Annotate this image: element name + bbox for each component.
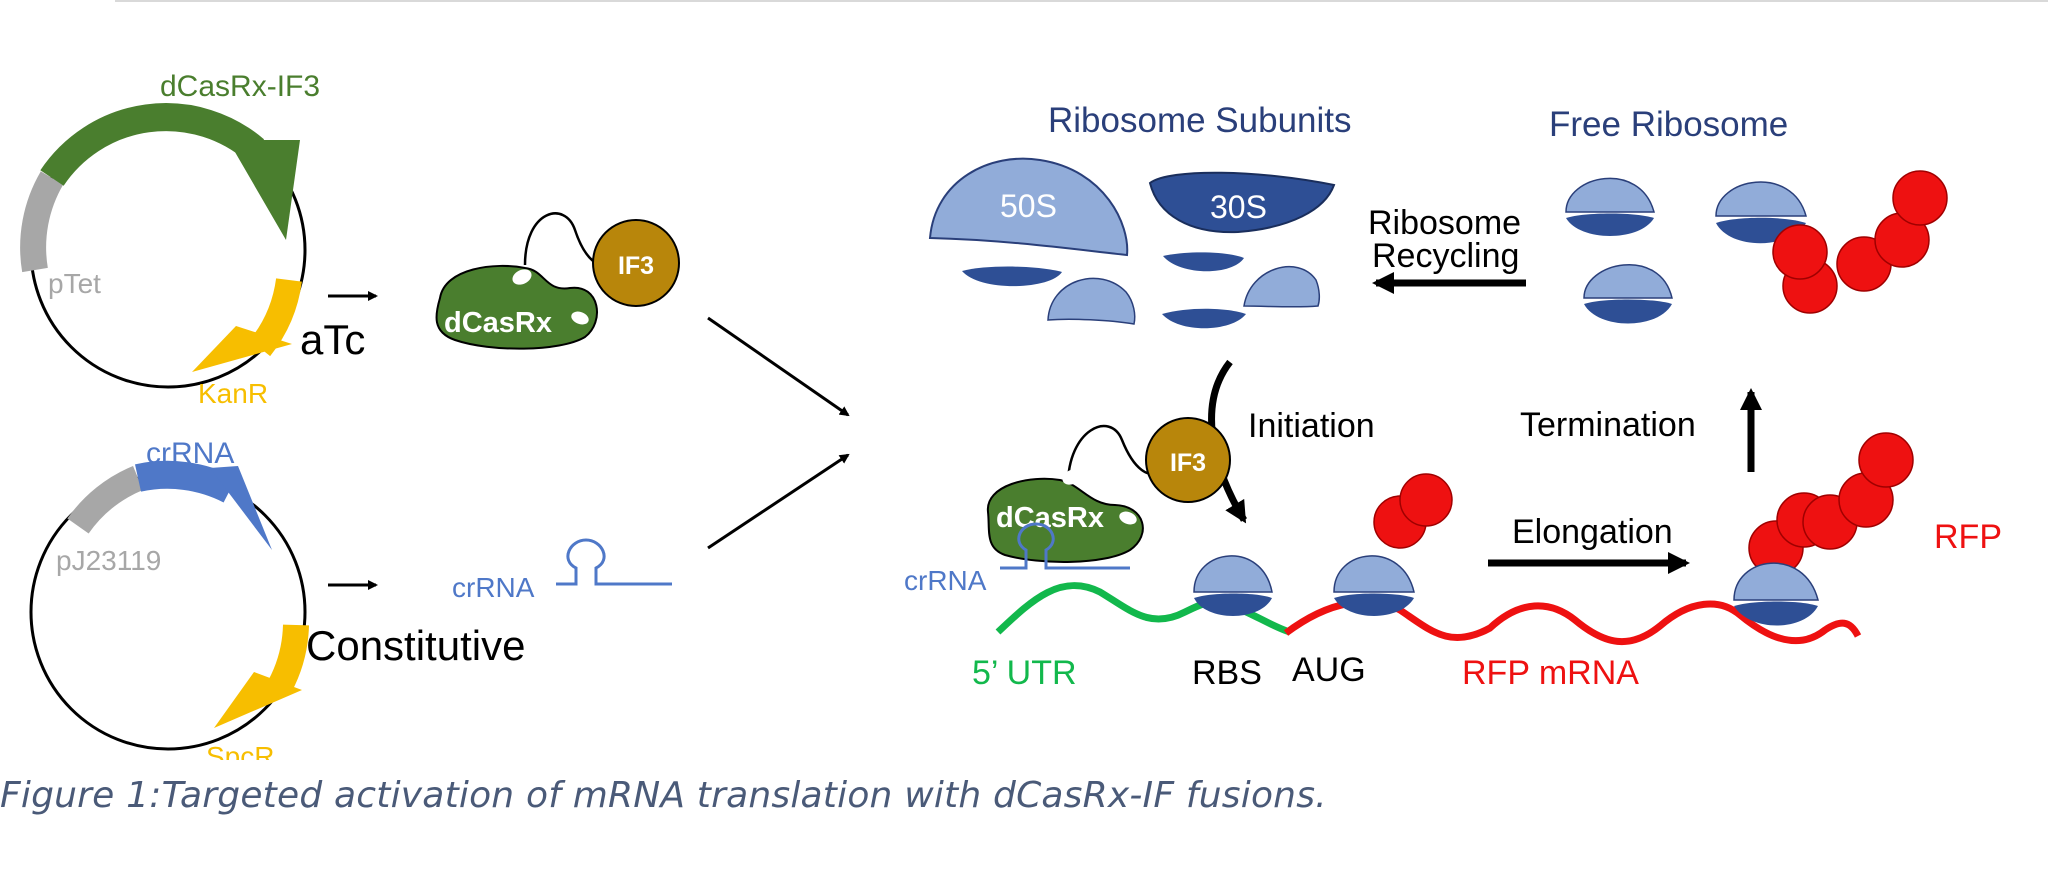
rbs-ribosome-small <box>1194 593 1272 616</box>
promoter-label-pj23119: pJ23119 <box>56 545 161 576</box>
rfp-label: RFP <box>1934 518 2002 556</box>
ptet-promoter-arc <box>20 171 64 273</box>
rfp-mrna-label: RFP mRNA <box>1462 654 1639 692</box>
peptide-bead <box>1858 432 1914 488</box>
free-ribosome-2-large <box>1583 263 1673 299</box>
initiation-label: Initiation <box>1248 407 1375 445</box>
figure-caption: Figure 1:Targeted activation of mRNA tra… <box>0 775 1327 816</box>
if3-domain-2 <box>1145 417 1231 503</box>
crrna-product: crRNA <box>452 538 672 603</box>
rbs-label: RBS <box>1192 654 1262 692</box>
dcasrx-spot-4 <box>1119 511 1137 525</box>
free-ribosome-pool: Free Ribosome <box>1549 105 1807 324</box>
subunit-large-1 <box>1047 277 1136 325</box>
free-ribosome-1-large <box>1565 177 1655 213</box>
crrna-gene-arrow <box>135 460 237 503</box>
if3-label-2: IF3 <box>1170 449 1206 477</box>
translation-activation-diagram: dCasRx-IF3 pTet KanR aTc dCasRx IF3 crRN… <box>20 70 2002 760</box>
if3-domain-1 <box>592 219 680 307</box>
elongating-ribosome <box>1733 432 1914 626</box>
free-ribosome-2-small <box>1584 299 1672 324</box>
spcr-gene-arrow <box>268 624 309 693</box>
ribosome-subunits-pool: Ribosome Subunits 50S 30S <box>928 101 1352 329</box>
dcasrx-if3-protein: dCasRx IF3 <box>435 212 680 350</box>
dcasrx-label-1: dCasRx <box>444 307 552 339</box>
dcasrx-spot-1 <box>512 269 532 285</box>
resistance-label-kanr: KanR <box>198 378 268 409</box>
peptide-bead <box>1399 473 1453 527</box>
free-ribosome-title: Free Ribosome <box>1549 105 1788 144</box>
crrna-label-1: crRNA <box>452 572 535 603</box>
if3-label-1: IF3 <box>618 252 654 280</box>
termination-label: Termination <box>1520 406 1696 444</box>
aug-ribosome-large <box>1333 555 1415 593</box>
ribosome-at-aug <box>1333 473 1453 616</box>
promoter-label-ptet: pTet <box>48 268 101 299</box>
subunit-small-1 <box>962 266 1062 287</box>
ribosome-subunits-title: Ribosome Subunits <box>1048 101 1352 140</box>
recycling-label-line1: Ribosome <box>1368 204 1521 242</box>
crrna-label-2: crRNA <box>904 565 987 596</box>
inducer-label-atc: aTc <box>300 316 365 363</box>
converge-arrow-upper <box>707 316 850 417</box>
small-subunit-30s <box>1148 171 1336 234</box>
gene-label-dcasrx-if3: dCasRx-IF3 <box>160 70 320 103</box>
aug-label: AUG <box>1292 651 1366 689</box>
subunit-large-2 <box>1243 265 1321 308</box>
subunit-small-3 <box>1162 308 1246 329</box>
elongating-ribosome-small <box>1734 601 1818 626</box>
gene-label-crrna: crRNA <box>146 437 234 470</box>
crrna-arrowhead <box>210 466 272 550</box>
bound-dcasrx-if3-complex: dCasRx IF3 crRNA <box>904 417 1231 596</box>
elongating-ribosome-large <box>1733 562 1819 601</box>
released-rfp-peptide <box>1772 170 1948 314</box>
peptide-bead <box>1892 170 1948 226</box>
peptide-bead <box>1772 224 1828 280</box>
dcasrx-body-1 <box>435 264 598 350</box>
recycling-label-line2: Recycling <box>1372 237 1519 275</box>
dcasrx-body-2 <box>986 477 1144 563</box>
subunit-small-2 <box>1163 252 1244 272</box>
resistance-label-spcr: SpcR <box>206 741 274 760</box>
utr-label: 5’ UTR <box>972 654 1077 692</box>
plasmid-1: dCasRx-IF3 pTet KanR <box>20 70 320 409</box>
free-ribosome-1-small <box>1566 213 1654 236</box>
kanr-arrowhead <box>192 326 292 372</box>
crrna-hairpin-1 <box>556 538 672 586</box>
elongation-label: Elongation <box>1512 513 1673 551</box>
crrna-hairpin-2 <box>1000 522 1130 570</box>
pj23119-promoter-arc <box>67 465 144 534</box>
top-divider <box>115 0 2048 2</box>
constitutive-label: Constitutive <box>306 622 525 669</box>
rbs-ribosome-large <box>1193 555 1273 593</box>
spcr-arrowhead <box>214 672 302 728</box>
converge-arrow-lower <box>707 453 850 550</box>
large-subunit-50s <box>928 157 1129 257</box>
dcasrx-spot-3 <box>1062 469 1082 485</box>
free-ribosome-3-large <box>1715 181 1807 217</box>
label-30s: 30S <box>1210 189 1267 225</box>
dcasrx-spot-2 <box>571 311 589 325</box>
aug-ribosome-small <box>1334 593 1414 616</box>
dcasrx-if3-gene-arrow <box>40 103 265 186</box>
ribosome-at-rbs <box>1193 555 1273 616</box>
dcasrx-if3-arrowhead <box>228 140 300 240</box>
label-50s: 50S <box>1000 188 1057 224</box>
plasmid-2: crRNA pJ23119 SpcR <box>29 437 309 760</box>
